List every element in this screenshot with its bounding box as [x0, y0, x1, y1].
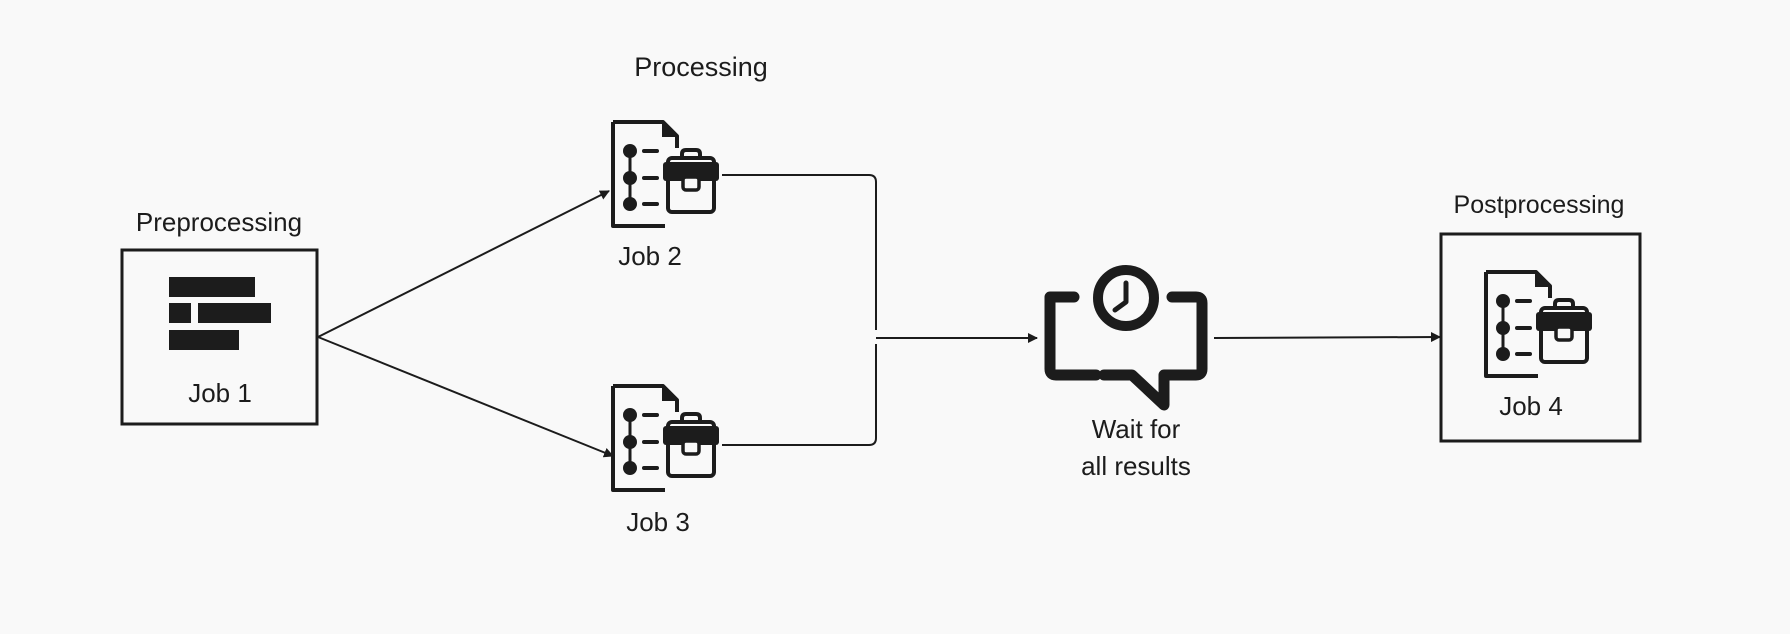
processing-label: Processing	[634, 52, 768, 82]
postprocessing-label: Postprocessing	[1454, 191, 1625, 219]
wait-label-line1: Wait for	[1092, 414, 1181, 444]
job1-node: Job 1	[120, 248, 319, 426]
arrow-job1-to-job2	[317, 190, 610, 338]
job1-label: Job 1	[188, 378, 252, 408]
document-briefcase-icon	[611, 120, 721, 228]
job2-label: Job 2	[618, 241, 682, 271]
wait-label-line2: all results	[1081, 451, 1191, 481]
job4-box	[1439, 232, 1642, 443]
job2-node: Job 2	[611, 120, 721, 271]
job3-node: Job 3	[611, 384, 721, 537]
line-job2-to-merge	[722, 174, 877, 330]
preprocessing-label: Preprocessing	[136, 207, 302, 237]
job4-node: Job 4	[1439, 232, 1642, 443]
arrow-job1-to-job3	[317, 336, 614, 458]
job1-box	[120, 248, 319, 426]
chat-clock-icon	[1044, 265, 1208, 411]
arrow-wait-to-job4	[1213, 332, 1441, 343]
job4-label: Job 4	[1499, 391, 1563, 421]
document-briefcase-icon	[1484, 270, 1594, 378]
wait-node: Wait for all results	[1044, 265, 1208, 481]
list-bars-icon	[169, 277, 271, 350]
job3-label: Job 3	[626, 507, 690, 537]
line-job3-to-merge	[722, 344, 877, 446]
connectors	[317, 174, 1441, 458]
document-briefcase-icon	[611, 384, 721, 492]
